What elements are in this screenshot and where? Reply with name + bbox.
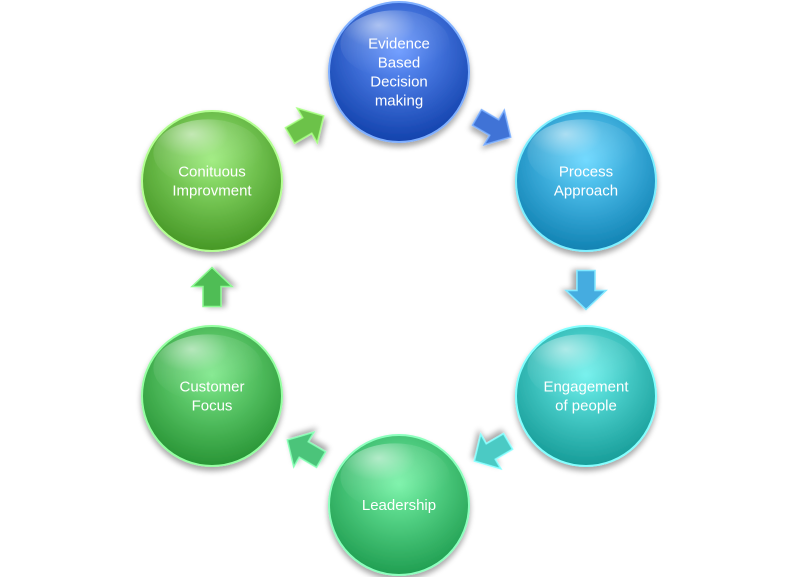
node-highlight-evidence: [340, 10, 450, 78]
node-engagement: Engagement of people: [515, 325, 657, 467]
arrow-customer-to-improvement: [190, 266, 234, 308]
node-highlight-improvement: [153, 119, 263, 187]
node-highlight-customer: [153, 334, 263, 402]
node-label-line: Focus: [192, 398, 233, 415]
node-label-line: Based: [378, 55, 421, 72]
node-label-line: Engagement: [543, 379, 629, 396]
node-label-line: making: [375, 93, 423, 110]
arrows-layer: [190, 106, 608, 471]
arrow-shape: [190, 266, 234, 308]
arrow-shape: [286, 430, 327, 469]
node-highlight-leadership: [340, 443, 450, 511]
node-label-line: Approach: [554, 183, 618, 200]
node-label-leadership: Leadership: [362, 497, 436, 514]
arrow-engagement-to-leadership: [473, 432, 514, 471]
node-highlight-engagement: [527, 334, 637, 402]
node-label-line: Customer: [179, 379, 244, 396]
node-label-line: of people: [555, 398, 617, 415]
arrow-leadership-to-customer: [286, 430, 327, 469]
arrow-shape: [284, 106, 325, 145]
arrow-shape: [471, 108, 512, 147]
node-label-engagement: Engagement of people: [543, 379, 629, 415]
node-label-line: Conituous: [178, 164, 246, 181]
node-label-line: Improvment: [172, 183, 252, 200]
node-highlight-process: [527, 119, 637, 187]
arrow-shape: [473, 432, 514, 471]
arrow-process-to-engagement: [564, 269, 608, 311]
node-label-line: Process: [559, 164, 613, 181]
node-label-line: Evidence: [368, 36, 430, 53]
node-leadership: Leadership: [328, 434, 470, 576]
node-label-line: Leadership: [362, 497, 436, 514]
arrow-evidence-to-process: [471, 108, 512, 147]
node-label-line: Decision: [370, 74, 428, 91]
arrow-improvement-to-evidence: [284, 106, 325, 145]
arrow-shape: [564, 269, 608, 311]
